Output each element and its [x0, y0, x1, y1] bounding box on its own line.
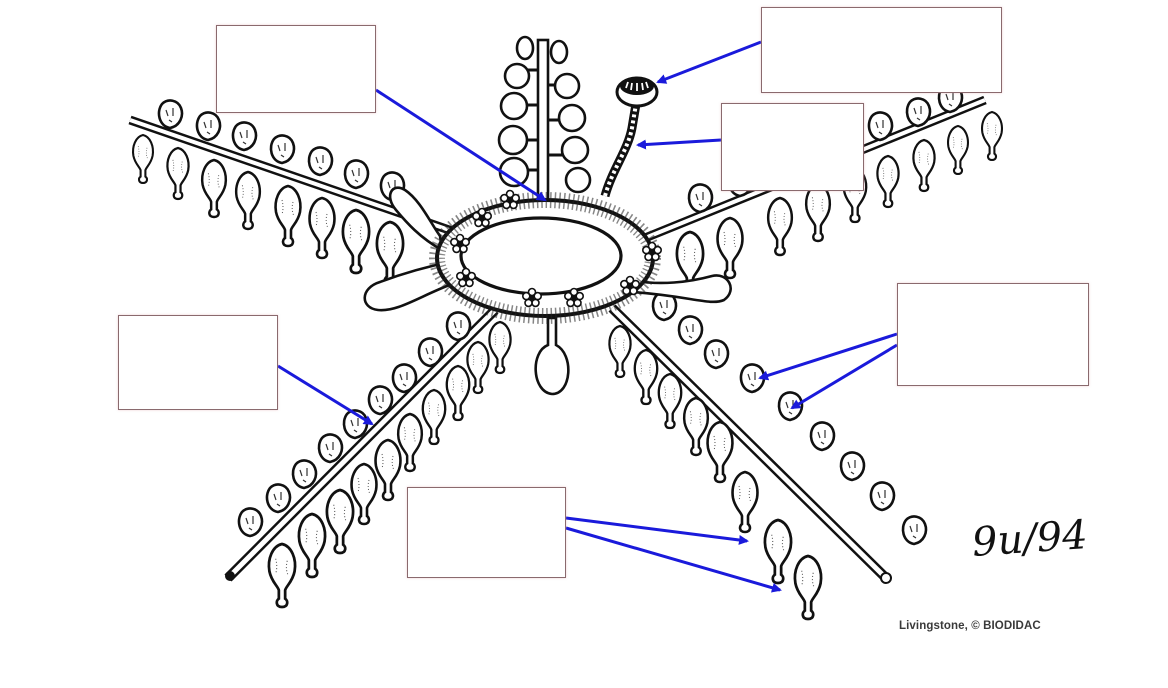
- label-arrows: [277, 40, 898, 593]
- label-box-top-right[interactable]: [761, 7, 1002, 93]
- label-box-right[interactable]: [897, 283, 1089, 386]
- central-float: [429, 189, 663, 324]
- arrow-top-left: [375, 88, 547, 202]
- float-side-bulbs: [363, 186, 732, 396]
- stolon-arm-lower-left: [224, 306, 512, 609]
- arrow-bottom-2: [565, 526, 782, 593]
- credit-line: Livingstone, © BIODIDAC: [899, 620, 1041, 632]
- arrow-right-1: [758, 332, 898, 381]
- arrow-right-2: [790, 343, 898, 410]
- stolon-arm-lower-right: [608, 291, 928, 621]
- label-box-bottom[interactable]: [407, 487, 566, 578]
- label-box-upper-right[interactable]: [721, 103, 864, 191]
- artist-signature: 9u/94: [970, 512, 1090, 566]
- arrow-bottom-1: [565, 516, 749, 545]
- arrow-left: [277, 364, 374, 426]
- label-box-left[interactable]: [118, 315, 278, 410]
- arrow-upper-right: [636, 138, 722, 150]
- label-box-top-left[interactable]: [216, 25, 376, 113]
- arrow-top-right: [656, 40, 762, 84]
- vertical-branch: [497, 35, 592, 202]
- stalked-cap: [600, 76, 659, 198]
